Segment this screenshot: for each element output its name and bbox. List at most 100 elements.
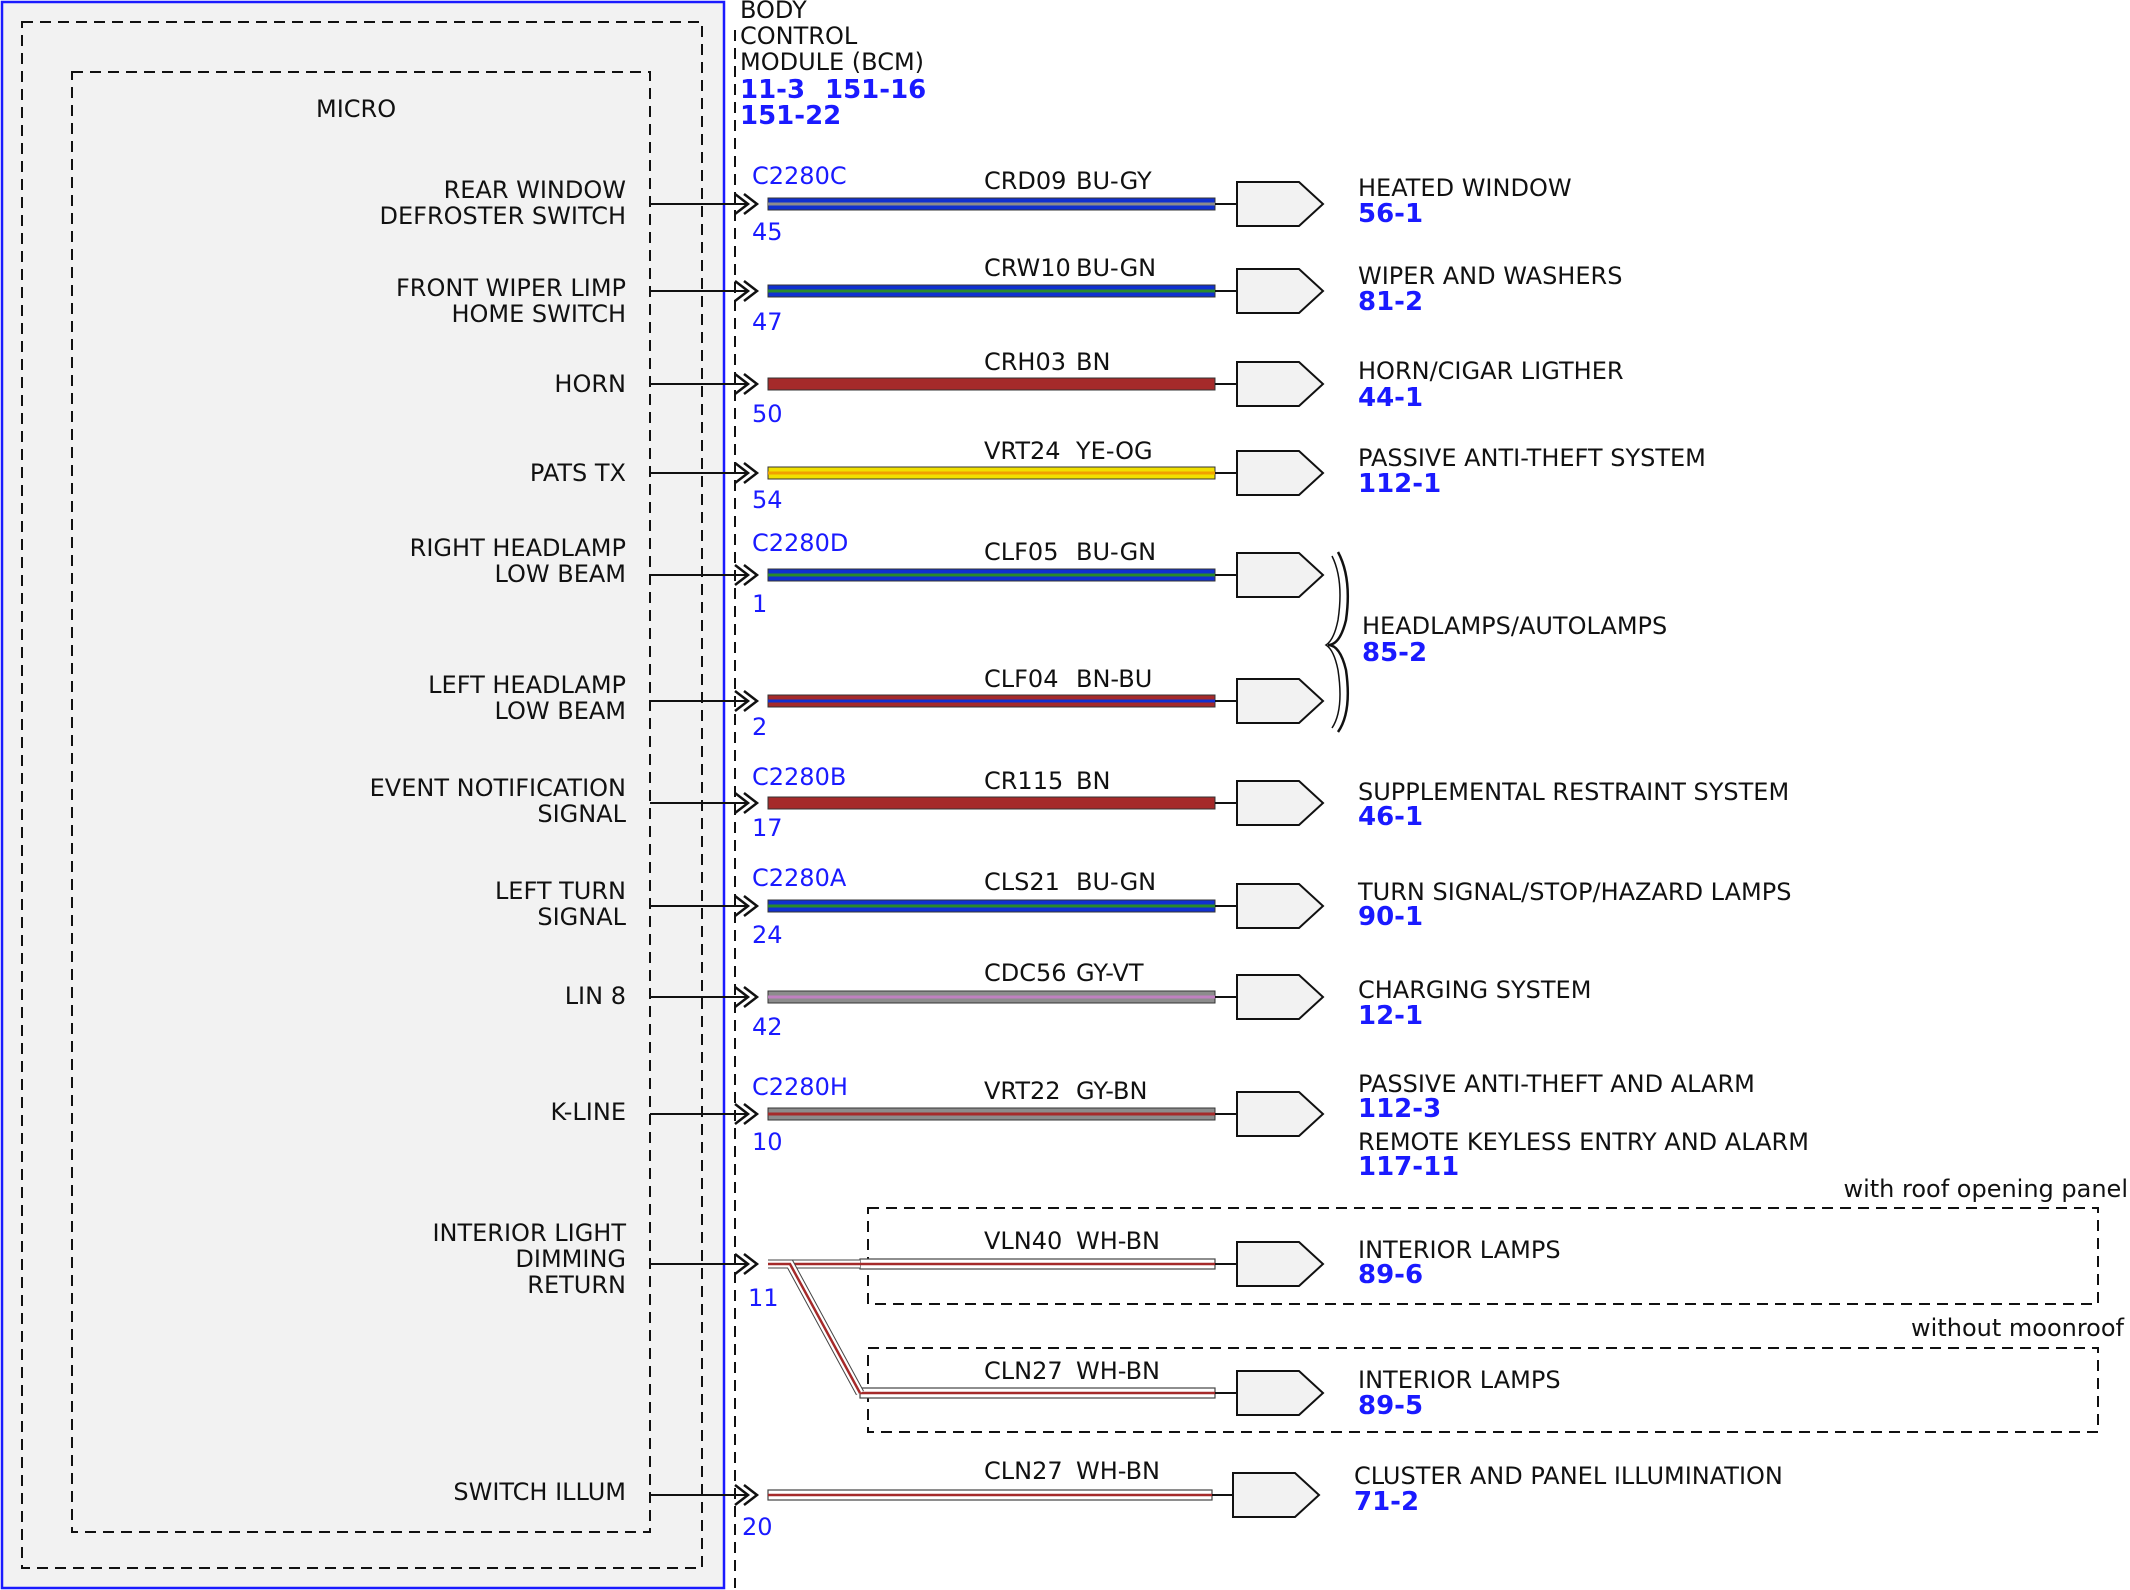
- pin-number: 2: [752, 713, 767, 741]
- circuit-id: CLS21: [984, 868, 1060, 896]
- connector-id: C2280A: [752, 864, 847, 892]
- pin-arrow-icon: [734, 280, 751, 302]
- pin-arrow-icon: [734, 193, 751, 215]
- circuit-id: VLN40: [984, 1227, 1062, 1255]
- destination-label: TURN SIGNAL/STOP/HAZARD LAMPS: [1357, 878, 1791, 906]
- wire-body: [767, 796, 1216, 810]
- destination-ref: 89-6: [1358, 1260, 1423, 1290]
- pin-arrow-icon: [734, 1253, 751, 1275]
- pin-arrow-icon: [734, 895, 751, 917]
- pin-arrow-icon: [743, 1103, 760, 1125]
- dest-connector-icon: [1236, 450, 1325, 496]
- circuit-id: VRT24: [984, 437, 1061, 465]
- dest-connector-icon: [1236, 552, 1325, 598]
- pin-arrow-icon: [743, 895, 760, 917]
- signal-label: DIMMING: [515, 1245, 626, 1273]
- wire-color-code: WH-BN: [1076, 1457, 1160, 1485]
- roof-panel-option-label: with roof opening panel: [1843, 1175, 2128, 1203]
- pin-number: 1: [752, 590, 767, 618]
- headlamp-group-dest: HEADLAMPS/AUTOLAMPS: [1362, 612, 1667, 640]
- pin-arrow-icon: [743, 1253, 760, 1275]
- destination-label: REMOTE KEYLESS ENTRY AND ALARM: [1358, 1128, 1809, 1156]
- pin-arrow-icon: [743, 373, 760, 395]
- dest-connector-icon: [1236, 974, 1325, 1020]
- pin-arrow-icon: [743, 564, 760, 586]
- connector-id: C2280D: [752, 529, 848, 557]
- circuit-id: CR115: [984, 767, 1063, 795]
- destination-label: CHARGING SYSTEM: [1358, 976, 1591, 1004]
- pin-number: 20: [742, 1513, 773, 1541]
- signal-label: REAR WINDOW: [444, 176, 626, 204]
- destination-label: HORN/CIGAR LIGTHER: [1358, 357, 1624, 385]
- pin-number: 47: [752, 308, 783, 336]
- destination-ref: 89-5: [1358, 1391, 1423, 1421]
- destination-ref: 117-11: [1358, 1152, 1459, 1182]
- signal-label: RIGHT HEADLAMP: [410, 534, 626, 562]
- headlamp-group-ref: 85-2: [1362, 638, 1427, 668]
- headlamp-group-brace: [1327, 551, 1350, 733]
- destination-label: INTERIOR LAMPS: [1358, 1366, 1561, 1394]
- wire-color-code: BN: [1076, 767, 1110, 795]
- wire-color-code: BN-BU: [1076, 665, 1152, 693]
- bcm-ref-1: 11-3: [740, 75, 805, 105]
- dest-connector-icon: [1236, 1370, 1325, 1416]
- pin-number: 54: [752, 486, 783, 514]
- destination-ref: 112-1: [1358, 469, 1441, 499]
- signal-label: FRONT WIPER LIMP: [396, 274, 626, 302]
- circuit-id: CRD09: [984, 167, 1066, 195]
- signal-label: HORN: [554, 370, 626, 398]
- dest-connector-icon: [1236, 678, 1325, 724]
- signal-label: DEFROSTER SWITCH: [380, 202, 626, 230]
- pin-arrow-icon: [734, 792, 751, 814]
- bcm-ref-2: 151-16: [825, 75, 926, 105]
- pin-arrow-icon: [734, 373, 751, 395]
- pin-number: 50: [752, 400, 783, 428]
- bcm-module-box: [0, 0, 726, 1590]
- wire-color-code: BU-GN: [1076, 538, 1156, 566]
- signal-label: LEFT HEADLAMP: [428, 671, 626, 699]
- destination-ref: 12-1: [1358, 1001, 1423, 1031]
- connector-id: C2280B: [752, 763, 846, 791]
- wire-color-code: BU-GY: [1076, 167, 1152, 195]
- destination-ref: 44-1: [1358, 383, 1423, 413]
- bcm-inner-boundary: [21, 21, 703, 1569]
- destination-ref: 81-2: [1358, 287, 1423, 317]
- destination-ref: 90-1: [1358, 902, 1423, 932]
- dest-connector-icon: [1236, 181, 1325, 227]
- pin-arrow-icon: [743, 462, 760, 484]
- pin-arrow-icon: [734, 462, 751, 484]
- circuit-id: VRT22: [984, 1077, 1061, 1105]
- bcm-title-line-2: CONTROL: [740, 22, 858, 50]
- dest-connector-icon: [1236, 361, 1325, 407]
- signal-label: HOME SWITCH: [451, 300, 626, 328]
- signal-label: LEFT TURN: [495, 877, 626, 905]
- wire-body: [767, 377, 1216, 391]
- signal-label: EVENT NOTIFICATION: [370, 774, 626, 802]
- micro-boundary: [71, 71, 651, 1533]
- no-moonroof-option-label: without moonroof: [1911, 1314, 2125, 1342]
- signal-label: SIGNAL: [537, 800, 626, 828]
- dest-connector-icon: [1236, 780, 1325, 826]
- signal-label: INTERIOR LIGHT: [432, 1219, 626, 1247]
- pin-number: 42: [752, 1013, 783, 1041]
- pin-number: 11: [748, 1284, 779, 1312]
- connector-id: C2280C: [752, 162, 847, 190]
- dest-connector-icon: [1232, 1472, 1321, 1518]
- pin-arrow-icon: [743, 1484, 760, 1506]
- signal-label: LIN 8: [565, 982, 626, 1010]
- dest-connector-icon: [1236, 883, 1325, 929]
- destination-ref: 46-1: [1358, 802, 1423, 832]
- micro-label: MICRO: [316, 95, 396, 123]
- signal-label: SWITCH ILLUM: [453, 1478, 626, 1506]
- circuit-id: CRH03: [984, 348, 1066, 376]
- circuit-id: CLF04: [984, 665, 1058, 693]
- wire-color-code: BN: [1076, 348, 1110, 376]
- signal-label: K-LINE: [551, 1098, 626, 1126]
- connector-id: C2280H: [752, 1073, 848, 1101]
- pin-arrow-icon: [743, 193, 760, 215]
- pin-number: 10: [752, 1128, 783, 1156]
- destination-ref: 71-2: [1354, 1487, 1419, 1517]
- bcm-ref-3: 151-22: [740, 101, 841, 131]
- circuit-id: CRW10: [984, 254, 1071, 282]
